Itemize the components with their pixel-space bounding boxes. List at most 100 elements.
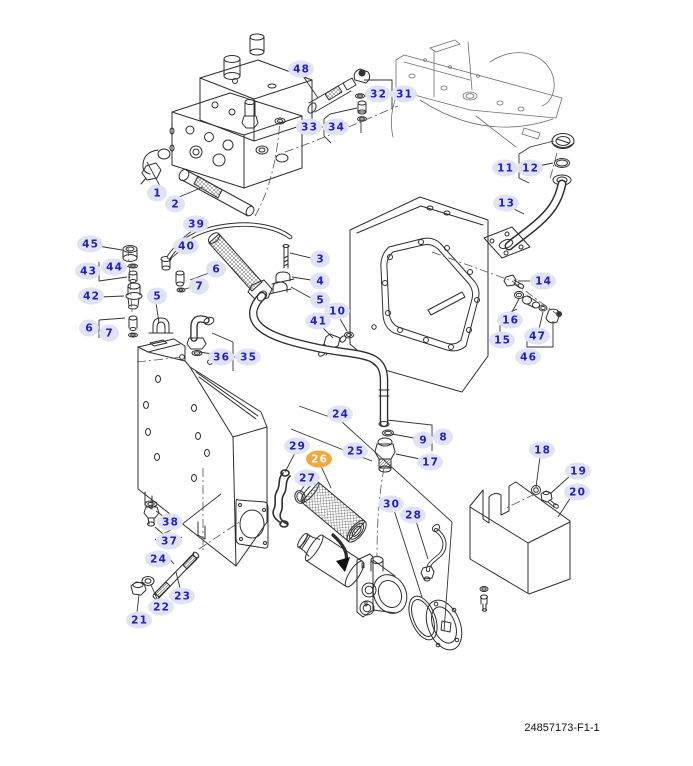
callout-35[interactable]: 35 [235,348,261,366]
callout-bubble[interactable] [148,598,174,616]
callout-bubble[interactable] [78,287,104,305]
callout-27[interactable]: 27 [294,469,320,487]
callout-11[interactable]: 11 [492,159,518,177]
callout-24[interactable]: 24 [145,550,171,568]
callout-7[interactable]: 7 [99,324,119,342]
callout-19[interactable]: 19 [565,462,591,480]
callout-bubble[interactable] [378,495,404,513]
callout-bubble[interactable] [235,348,261,366]
callout-bubble[interactable] [400,506,426,524]
callout-bubble[interactable] [530,272,556,290]
callout-bubble[interactable] [310,272,330,290]
callout-9[interactable]: 9 [413,431,433,449]
callout-36[interactable]: 36 [208,348,234,366]
callout-bubble[interactable] [99,324,119,342]
callout-bubble[interactable] [173,237,199,255]
callout-bubble[interactable] [323,118,349,136]
callout-5[interactable]: 5 [147,287,167,305]
callout-bubble[interactable] [529,441,555,459]
callout-20[interactable]: 20 [564,483,590,501]
callout-25[interactable]: 25 [342,442,368,460]
callout-bubble[interactable] [79,319,99,337]
callout-bubble[interactable] [183,215,209,233]
callout-bubble[interactable] [365,85,391,103]
callout-18[interactable]: 18 [529,441,555,459]
callout-6[interactable]: 6 [79,319,99,337]
callout-bubble[interactable] [515,348,541,366]
callout-bubble[interactable] [206,260,226,278]
callout-bubble[interactable] [296,118,322,136]
callout-bubble[interactable] [524,327,550,345]
callout-15[interactable]: 15 [489,331,515,349]
callout-bubble[interactable] [493,194,519,212]
callout-bubble[interactable] [157,513,183,531]
callout-42[interactable]: 42 [78,287,104,305]
callout-40[interactable]: 40 [173,237,199,255]
callout-7[interactable]: 7 [189,277,209,295]
callout-bubble[interactable] [342,442,368,460]
callout-bubble[interactable] [489,331,515,349]
callout-bubble[interactable] [208,348,234,366]
callout-28[interactable]: 28 [400,506,426,524]
callout-bubble[interactable] [310,250,330,268]
callout-32[interactable]: 32 [365,85,391,103]
callout-10[interactable]: 10 [324,302,350,320]
callout-bubble[interactable] [189,277,209,295]
callout-bubble[interactable] [433,428,453,446]
callout-bubble[interactable] [324,302,350,320]
callout-bubble[interactable] [147,184,167,202]
callout-bubble[interactable] [565,462,591,480]
callout-bubble[interactable] [169,587,195,605]
callout-23[interactable]: 23 [169,587,195,605]
callout-bubble[interactable] [165,195,185,213]
callout-44[interactable]: 44 [101,258,127,276]
callout-bubble[interactable] [126,611,152,629]
callout-bubble[interactable] [145,550,171,568]
callout-bubble[interactable] [305,312,331,330]
callout-5[interactable]: 5 [310,291,330,309]
callout-38[interactable]: 38 [157,513,183,531]
callout-45[interactable]: 45 [77,235,103,253]
callout-16[interactable]: 16 [497,311,523,329]
callout-1[interactable]: 1 [147,184,167,202]
callout-bubble[interactable] [284,437,310,455]
callout-21[interactable]: 21 [126,611,152,629]
callout-bubble[interactable] [288,60,314,78]
callout-6[interactable]: 6 [206,260,226,278]
callout-bubble[interactable] [77,235,103,253]
callout-30[interactable]: 30 [378,495,404,513]
callout-bubble[interactable] [492,159,518,177]
callout-12[interactable]: 12 [517,159,543,177]
callout-8[interactable]: 8 [433,428,453,446]
callout-39[interactable]: 39 [183,215,209,233]
callout-bubble[interactable] [101,258,127,276]
callout-bubble[interactable] [417,453,443,471]
callout-33[interactable]: 33 [296,118,322,136]
callout-bubble[interactable] [75,262,101,280]
callout-bubble[interactable] [564,483,590,501]
callout-13[interactable]: 13 [493,194,519,212]
callout-bubble[interactable] [391,85,417,103]
callout-bubble[interactable] [156,532,182,550]
callout-3[interactable]: 3 [310,250,330,268]
callout-34[interactable]: 34 [323,118,349,136]
callout-37[interactable]: 37 [156,532,182,550]
callout-bubble[interactable] [310,291,330,309]
callout-bubble[interactable] [147,287,167,305]
callout-17[interactable]: 17 [417,453,443,471]
callout-31[interactable]: 31 [391,85,417,103]
callout-43[interactable]: 43 [75,262,101,280]
callout-48[interactable]: 48 [288,60,314,78]
callout-bubble[interactable] [413,431,433,449]
callout-26-highlighted[interactable]: 26 [306,450,332,468]
callout-24[interactable]: 24 [327,405,353,423]
callout-22[interactable]: 22 [148,598,174,616]
callout-bubble[interactable] [294,469,320,487]
callout-4[interactable]: 4 [310,272,330,290]
callout-bubble[interactable] [517,159,543,177]
callout-47[interactable]: 47 [524,327,550,345]
callout-2[interactable]: 2 [165,195,185,213]
callout-41[interactable]: 41 [305,312,331,330]
callout-bubble[interactable] [306,450,332,468]
callout-29[interactable]: 29 [284,437,310,455]
